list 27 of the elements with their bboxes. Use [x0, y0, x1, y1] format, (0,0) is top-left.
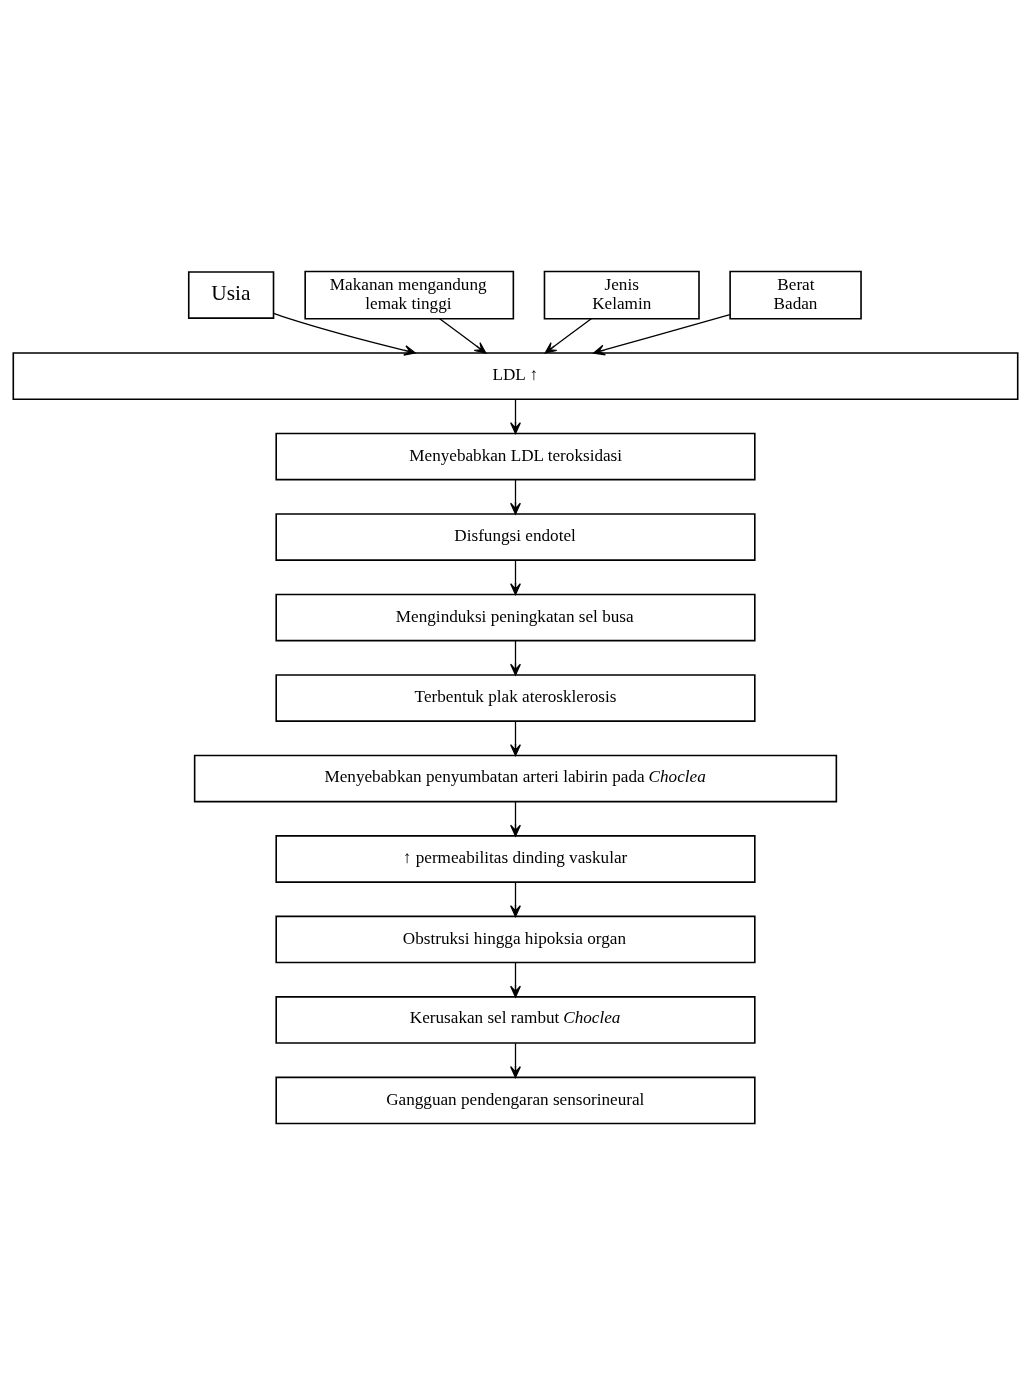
arrow [272, 312, 416, 356]
arrow [509, 720, 521, 757]
arrow [509, 881, 521, 918]
node-box: Menyebabkan penyumbatan arteri labirin pada Choclea [193, 754, 837, 803]
node-box: Berat Badan [728, 270, 862, 320]
arrow [509, 559, 521, 596]
arrow [544, 318, 592, 354]
node-box: Disfungsi endotel [274, 513, 756, 561]
node-box: Menyebabkan LDL teroksidasi [274, 432, 756, 481]
node-box: Jenis Kelamin [543, 270, 700, 320]
node-box: ↑ permeabilitas dinding vaskular [274, 835, 756, 883]
node-box: LDL ↑ [12, 352, 1018, 400]
arrow [509, 640, 521, 676]
arrow [509, 801, 521, 837]
node-box: Menginduksi peningkatan sel busa [274, 593, 756, 642]
arrow [509, 962, 521, 998]
arrow [509, 479, 521, 515]
node-box: Makanan mengandung lemak tinggi [303, 270, 514, 320]
node-box: Terbentuk plak aterosklerosis [274, 674, 756, 722]
node-box: Obstruksi hingga hipoksia organ [274, 915, 756, 964]
arrow [509, 1042, 521, 1078]
arrow [509, 398, 521, 435]
node-box: Usia [187, 271, 274, 319]
node-box: Gangguan pendengaran sensorineural [274, 1076, 756, 1125]
arrow [438, 318, 486, 354]
arrow [592, 314, 731, 356]
node-box: Kerusakan sel rambut Choclea [274, 996, 756, 1044]
